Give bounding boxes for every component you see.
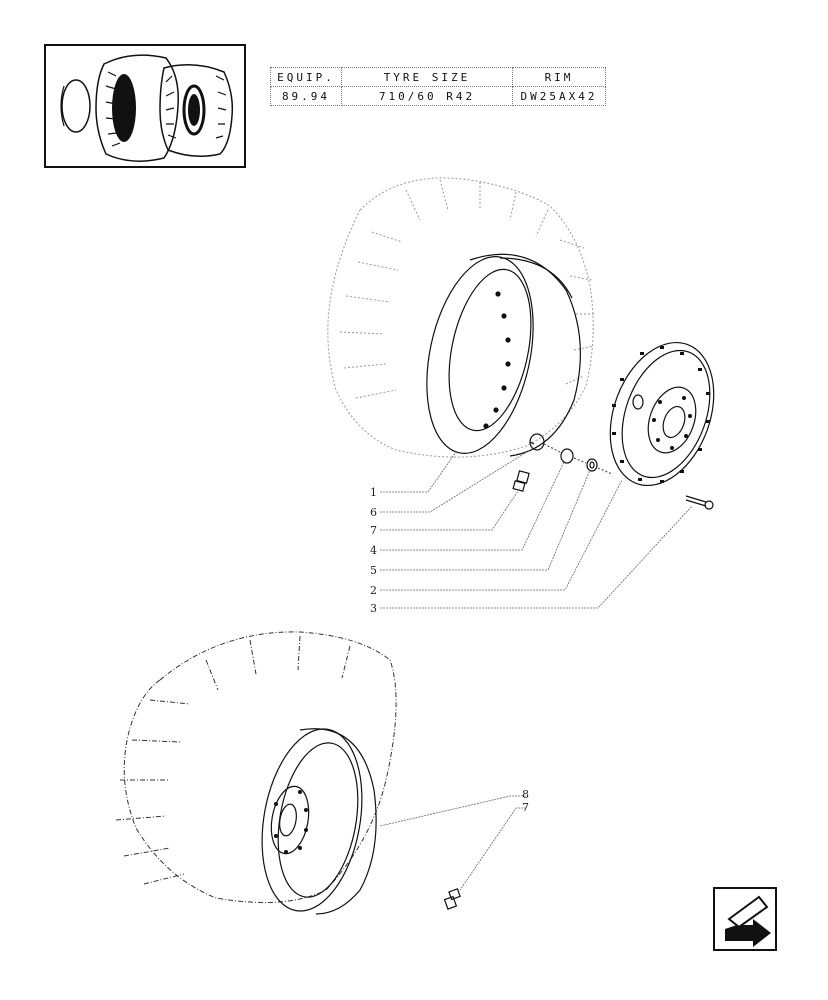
upper-tyre — [327, 177, 596, 458]
callout-5: 5 — [370, 564, 377, 577]
equip-header: EQUIP. — [270, 67, 342, 87]
callout-1: 1 — [370, 486, 377, 499]
upper-rim — [426, 253, 581, 457]
lower-callouts: 8 7 — [522, 788, 529, 814]
lower-leader-lines — [379, 795, 526, 891]
nut-part — [586, 458, 598, 472]
upper-callouts: 1 6 7 4 5 2 3 — [370, 486, 377, 615]
callout-7-lower: 7 — [522, 801, 529, 814]
fasteners — [512, 433, 714, 510]
callout-2: 2 — [370, 584, 377, 597]
callout-8: 8 — [522, 788, 529, 801]
spec-value-row: 89.94 710/60 R42 DW25AX42 — [270, 86, 606, 106]
spec-header-row: EQUIP. TYRE SIZE RIM — [270, 67, 606, 87]
callout-7: 7 — [370, 524, 377, 537]
rim-value: DW25AX42 — [512, 86, 606, 106]
washer-part — [560, 448, 574, 464]
lower-valve-part — [443, 888, 461, 910]
next-page-button[interactable] — [713, 887, 777, 951]
callout-6: 6 — [370, 506, 377, 519]
tyre-size-value: 710/60 R42 — [341, 86, 513, 106]
valve-part — [512, 470, 530, 492]
bolt-part — [685, 495, 714, 510]
tractor-wheel-thumbnail — [44, 44, 246, 168]
centre-disc — [609, 341, 715, 487]
spec-table: EQUIP. TYRE SIZE RIM 89.94 710/60 R42 DW… — [270, 67, 606, 106]
upper-leader-lines — [380, 449, 693, 609]
spacer-part — [529, 433, 545, 451]
tractor-wheel-thumbnail-icon — [60, 54, 234, 162]
lower-rim — [261, 728, 377, 915]
lower-tyre — [115, 631, 397, 903]
tyre-size-header: TYRE SIZE — [341, 67, 513, 87]
callout-3: 3 — [370, 602, 377, 615]
next-page-arrow-icon — [725, 895, 771, 947]
equip-value: 89.94 — [270, 86, 342, 106]
callout-4: 4 — [370, 544, 377, 557]
